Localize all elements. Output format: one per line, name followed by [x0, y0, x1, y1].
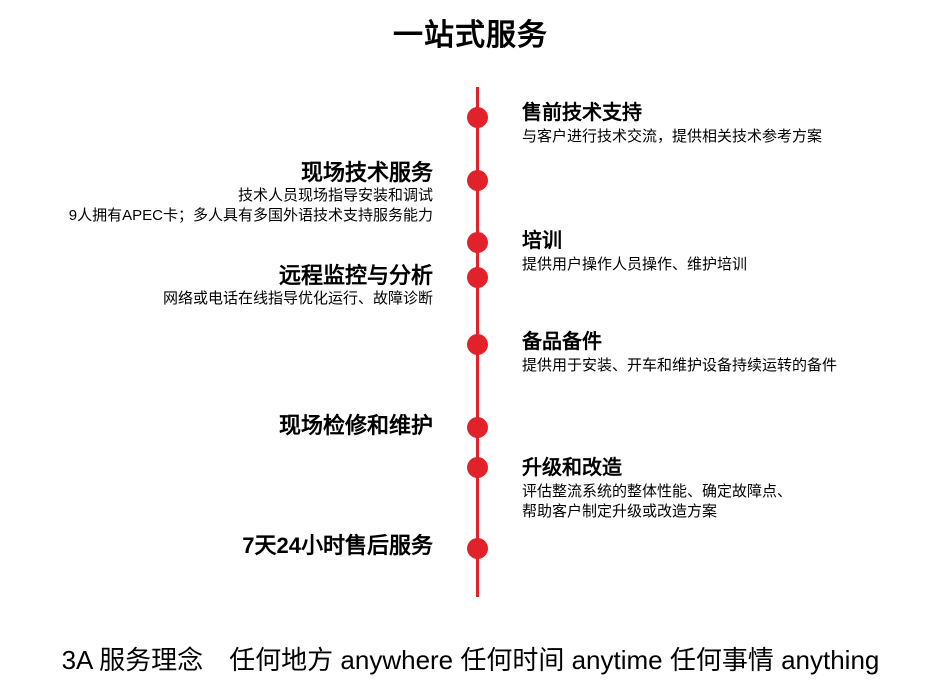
- timeline-item-spare-parts: 备品备件 提供用于安装、开车和维护设备持续运转的备件: [522, 329, 837, 376]
- timeline-item-onsite-overhaul: 现场检修和维护: [3, 412, 433, 439]
- timeline-item-training: 培训 提供用户操作人员操作、维护培训: [522, 228, 747, 275]
- item-title: 升级和改造: [522, 457, 622, 479]
- timeline-dot: [467, 538, 488, 559]
- timeline-dot: [467, 107, 488, 128]
- timeline-item-presales-support: 售前技术支持 与客户进行技术交流，提供相关技术参考方案: [522, 100, 822, 147]
- timeline-dot: [467, 417, 488, 438]
- service-slogan: 3A 服务理念 任何地方 anywhere 任何时间 anytime 任何事情 …: [61, 645, 880, 675]
- item-desc-line: 9人拥有APEC卡；多人具有多国外语技术支持服务能力: [68, 207, 433, 224]
- item-desc-line: 帮助客户制定升级或改造方案: [522, 503, 718, 520]
- item-desc-line: 技术人员现场指导安装和调试: [237, 187, 433, 204]
- item-desc-line: 提供用于安装、开车和维护设备持续运转的备件: [522, 357, 838, 374]
- timeline-item-upgrade-retrofit: 升级和改造 评估整流系统的整体性能、确定故障点、 帮助客户制定升级或改造方案: [522, 455, 792, 522]
- item-title: 备品备件: [522, 331, 602, 353]
- timeline-dot: [467, 457, 488, 478]
- item-title: 远程监控与分析: [278, 263, 433, 288]
- item-desc-line: 网络或电话在线指导优化运行、故障诊断: [162, 290, 433, 307]
- item-title: 培训: [522, 230, 562, 252]
- timeline-dot: [467, 170, 488, 191]
- timeline-item-after-sales-service: 7天24小时售后服务: [3, 532, 433, 559]
- timeline-dot: [467, 267, 488, 288]
- page-title: 一站式服务: [393, 19, 548, 52]
- item-title: 现场技术服务: [300, 160, 433, 185]
- item-title: 现场检修和维护: [278, 413, 433, 438]
- item-title: 售前技术支持: [522, 102, 642, 124]
- item-desc-line: 评估整流系统的整体性能、确定故障点、: [522, 483, 793, 500]
- timeline-item-remote-monitoring: 远程监控与分析 网络或电话在线指导优化运行、故障诊断: [3, 262, 433, 309]
- item-desc-line: 提供用户操作人员操作、维护培训: [522, 256, 748, 273]
- timeline-dot: [467, 232, 488, 253]
- item-desc-line: 与客户进行技术交流，提供相关技术参考方案: [522, 128, 823, 145]
- timeline-dot: [467, 334, 488, 355]
- item-title: 7天24小时售后服务: [242, 533, 433, 558]
- timeline-item-onsite-tech-service: 现场技术服务 技术人员现场指导安装和调试 9人拥有APEC卡；多人具有多国外语技…: [3, 159, 433, 226]
